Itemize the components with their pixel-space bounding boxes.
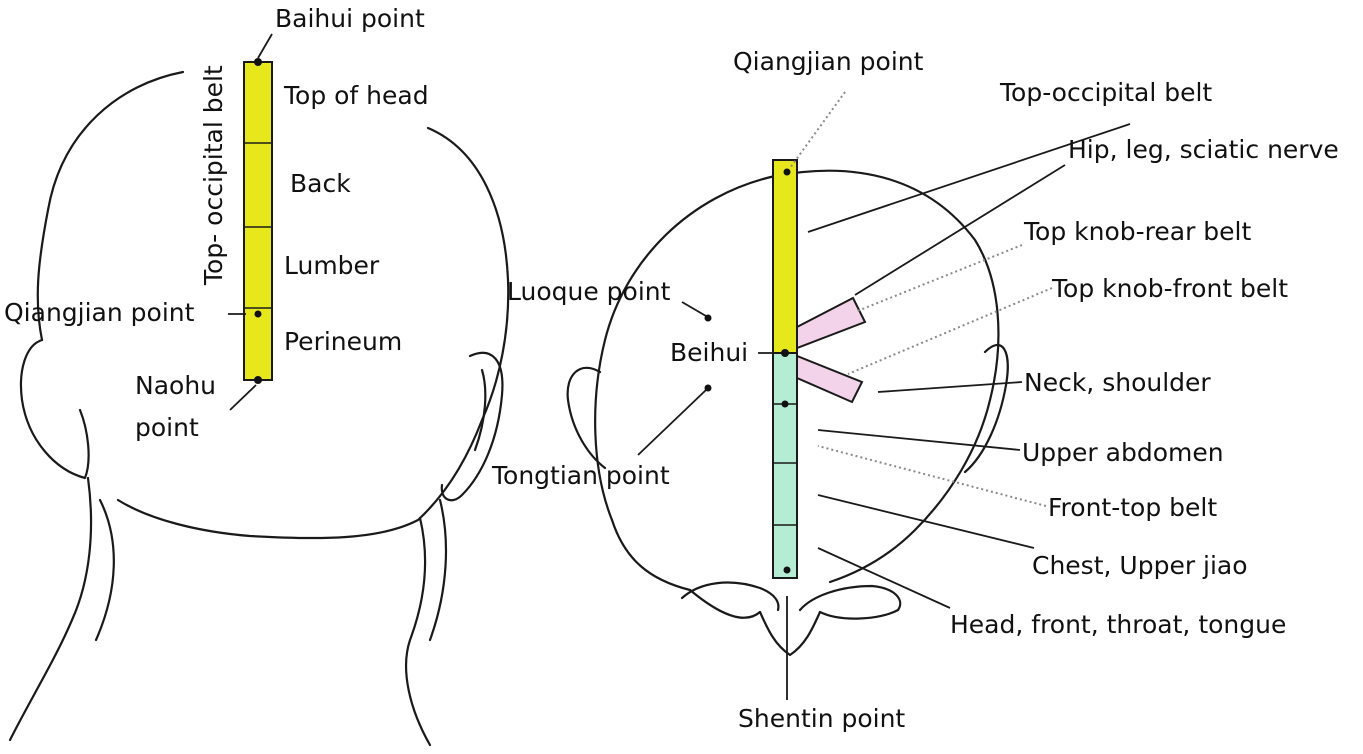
belt-point-dot [781,400,789,408]
right-skull-left-lower [610,518,692,592]
tongtian-leader [637,389,707,456]
right-front-top-belt [772,352,798,579]
right-top-occipital-belt [772,159,798,354]
right-brow-left [680,581,780,612]
front-top-leader [817,445,1047,507]
right-skull-outline [594,169,1000,584]
left-ear-right-inner [473,368,487,452]
shentin-point-dot [783,566,791,574]
beihui-label: Beihui [670,338,748,367]
baihui-leader [257,33,273,59]
left-ear-right [440,351,504,502]
head-front-leader [817,547,951,609]
qiangjian-point-dot [783,168,791,176]
top-occipital-leader [807,123,1131,233]
right-nose [758,610,822,657]
chest-label: Chest, Upper jiao [1032,551,1248,580]
hip-leg-label: Hip, leg, sciatic nerve [1068,135,1339,164]
right-brow-right [798,584,902,612]
naohu-point-dot [254,376,262,384]
qiangjian-leader [789,91,846,169]
naohu-leader [229,384,257,411]
top-occipital-label: Top-occipital belt [999,78,1212,107]
knob-front-leader [847,287,1053,375]
top-knob-rear-belt [796,296,867,350]
knob-rear-label: Top knob-rear belt [1023,217,1251,246]
top-knob-front-belt [796,354,864,404]
chest-leader [817,494,1035,549]
neck-shoulder-label: Neck, shoulder [1024,368,1211,397]
left-neck-right-muscle [428,498,448,642]
left-neck-right [404,516,432,747]
left-head-view: Top- occipital belt Baihui point Top of … [4,4,510,747]
right-ear-left [566,366,607,470]
front-top-label: Front-top belt [1048,493,1217,522]
baihui-label: Baihui point [275,4,425,33]
right-ear-right [963,344,1009,474]
neck-shoulder-leader [877,381,1023,393]
back-label: Back [290,169,351,198]
tongtian-label: Tongtian point [491,461,670,490]
tongtian-point-dot [704,384,712,392]
luoque-label: Luoque point [507,277,671,306]
left-neck-left [8,476,93,742]
left-ear-left [19,338,90,480]
qiangjian-point-dot [254,310,262,318]
perineum-label: Perineum [284,327,402,356]
left-head-outline [36,70,185,342]
right-face-left [688,588,762,619]
naohu-label-line2: point [135,413,199,442]
left-top-occipital-belt [243,61,273,381]
left-head-outline-right [116,126,510,540]
upper-abdomen-label: Upper abdomen [1022,438,1224,467]
left-belt-title: Top- occipital belt [199,65,228,286]
right-head-view: Qiangjian point Top-occipital belt Hip, … [491,47,1339,733]
head-front-label: Head, front, throat, tongue [950,610,1286,639]
top-of-head-label: Top of head [283,81,429,110]
naohu-label-line1: Naohu [135,371,216,400]
beihui-point-dot [781,349,789,357]
baihui-point-dot [254,58,262,66]
left-neck-left-muscle [94,498,115,642]
right-face-right [818,608,900,620]
luoque-leader [681,301,707,317]
right-qiangjian-label: Qiangjian point [733,47,924,76]
hip-leg-leader [854,164,1066,296]
lumber-label: Lumber [284,251,380,280]
knob-front-label: Top knob-front belt [1051,274,1288,303]
upper-abdomen-leader [817,429,1021,451]
luoque-point-dot [704,314,712,322]
left-qiangjian-label: Qiangjian point [4,298,195,327]
shentin-label: Shentin point [738,704,905,733]
